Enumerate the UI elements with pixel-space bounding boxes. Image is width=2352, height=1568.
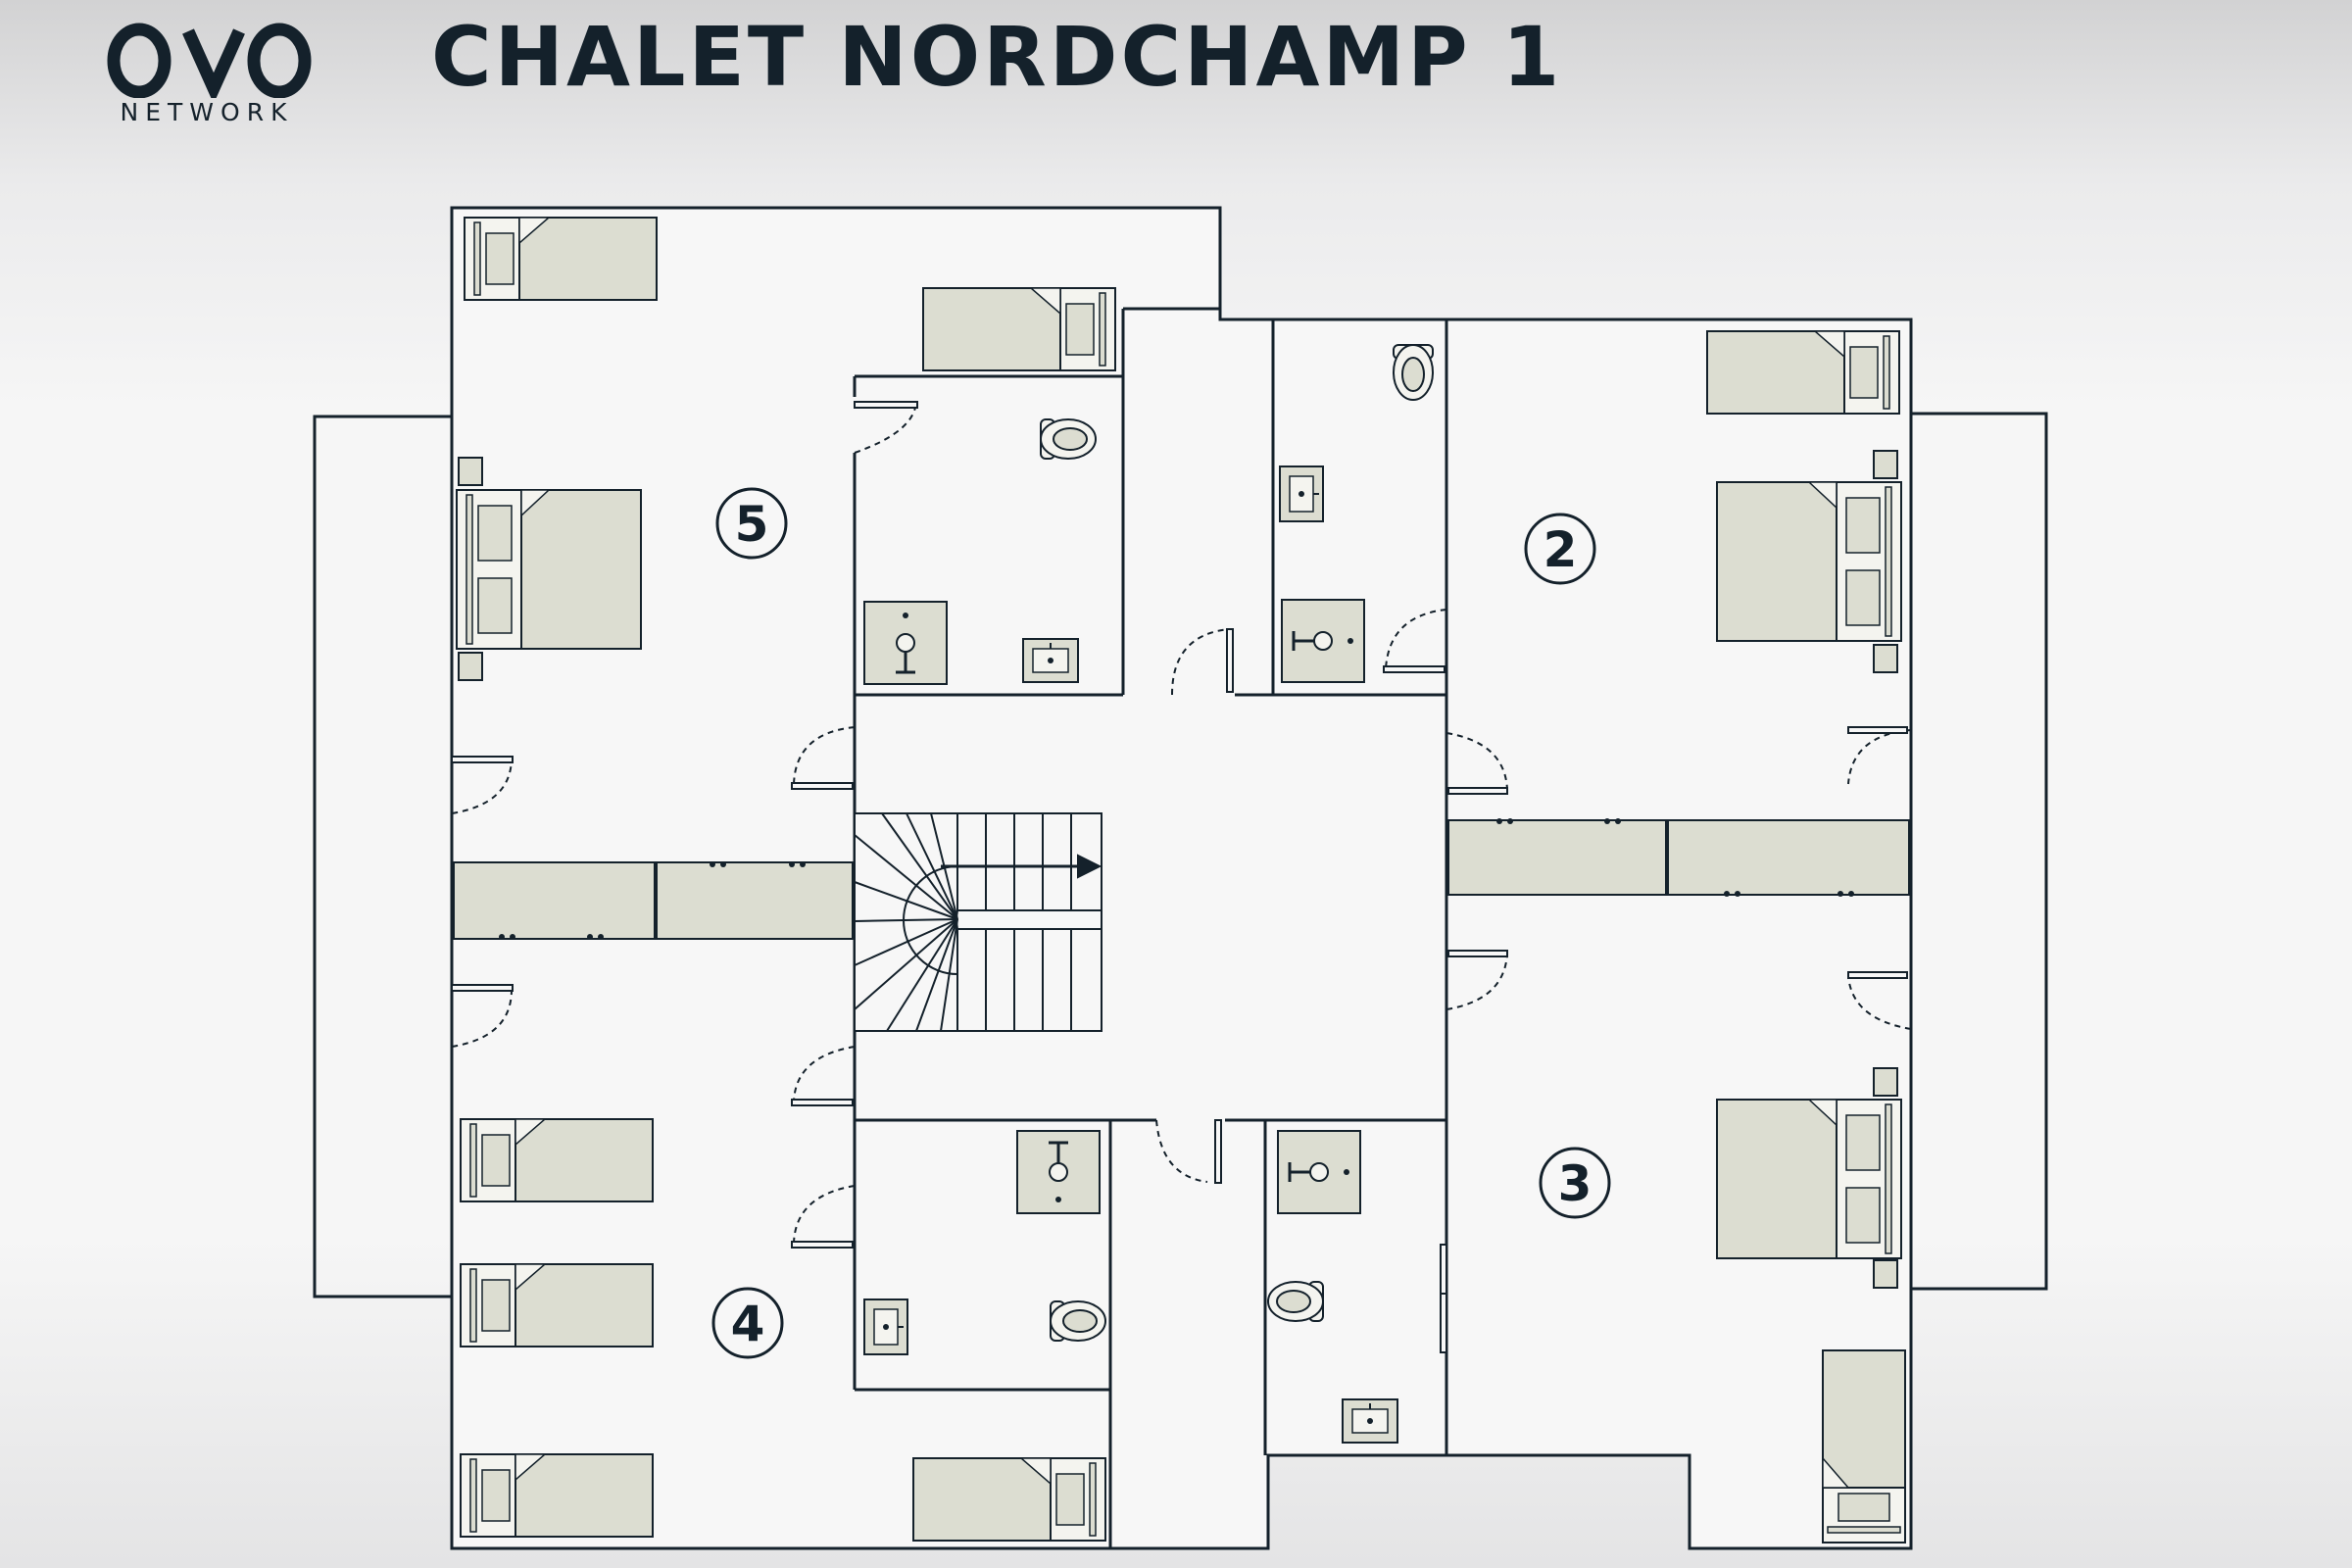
ovo-network-logo: NETWORK — [98, 10, 323, 127]
logo-text: NETWORK — [120, 98, 294, 126]
ovo-logo-icon — [107, 23, 312, 98]
room-label-2: 2 — [1524, 513, 1596, 585]
room-number-2: 2 — [1544, 521, 1578, 578]
room-label-4: 4 — [711, 1287, 784, 1359]
room-label-5: 5 — [715, 487, 788, 560]
room-number-3: 3 — [1558, 1155, 1592, 1212]
header: NETWORK CHALET NORDCHAMP 1 — [0, 0, 2352, 147]
room-number-4: 4 — [731, 1296, 765, 1352]
wardrobes — [453, 819, 1910, 940]
room-label-3: 3 — [1539, 1147, 1611, 1219]
staircase — [854, 812, 1102, 1032]
exterior-wall — [450, 206, 1913, 1550]
page-title: CHALET NORDCHAMP 1 — [431, 9, 1563, 105]
doors — [451, 399, 1912, 1353]
room-number-5: 5 — [735, 496, 769, 553]
balcony-east — [1909, 412, 2048, 1291]
balcony-west — [313, 415, 454, 1298]
